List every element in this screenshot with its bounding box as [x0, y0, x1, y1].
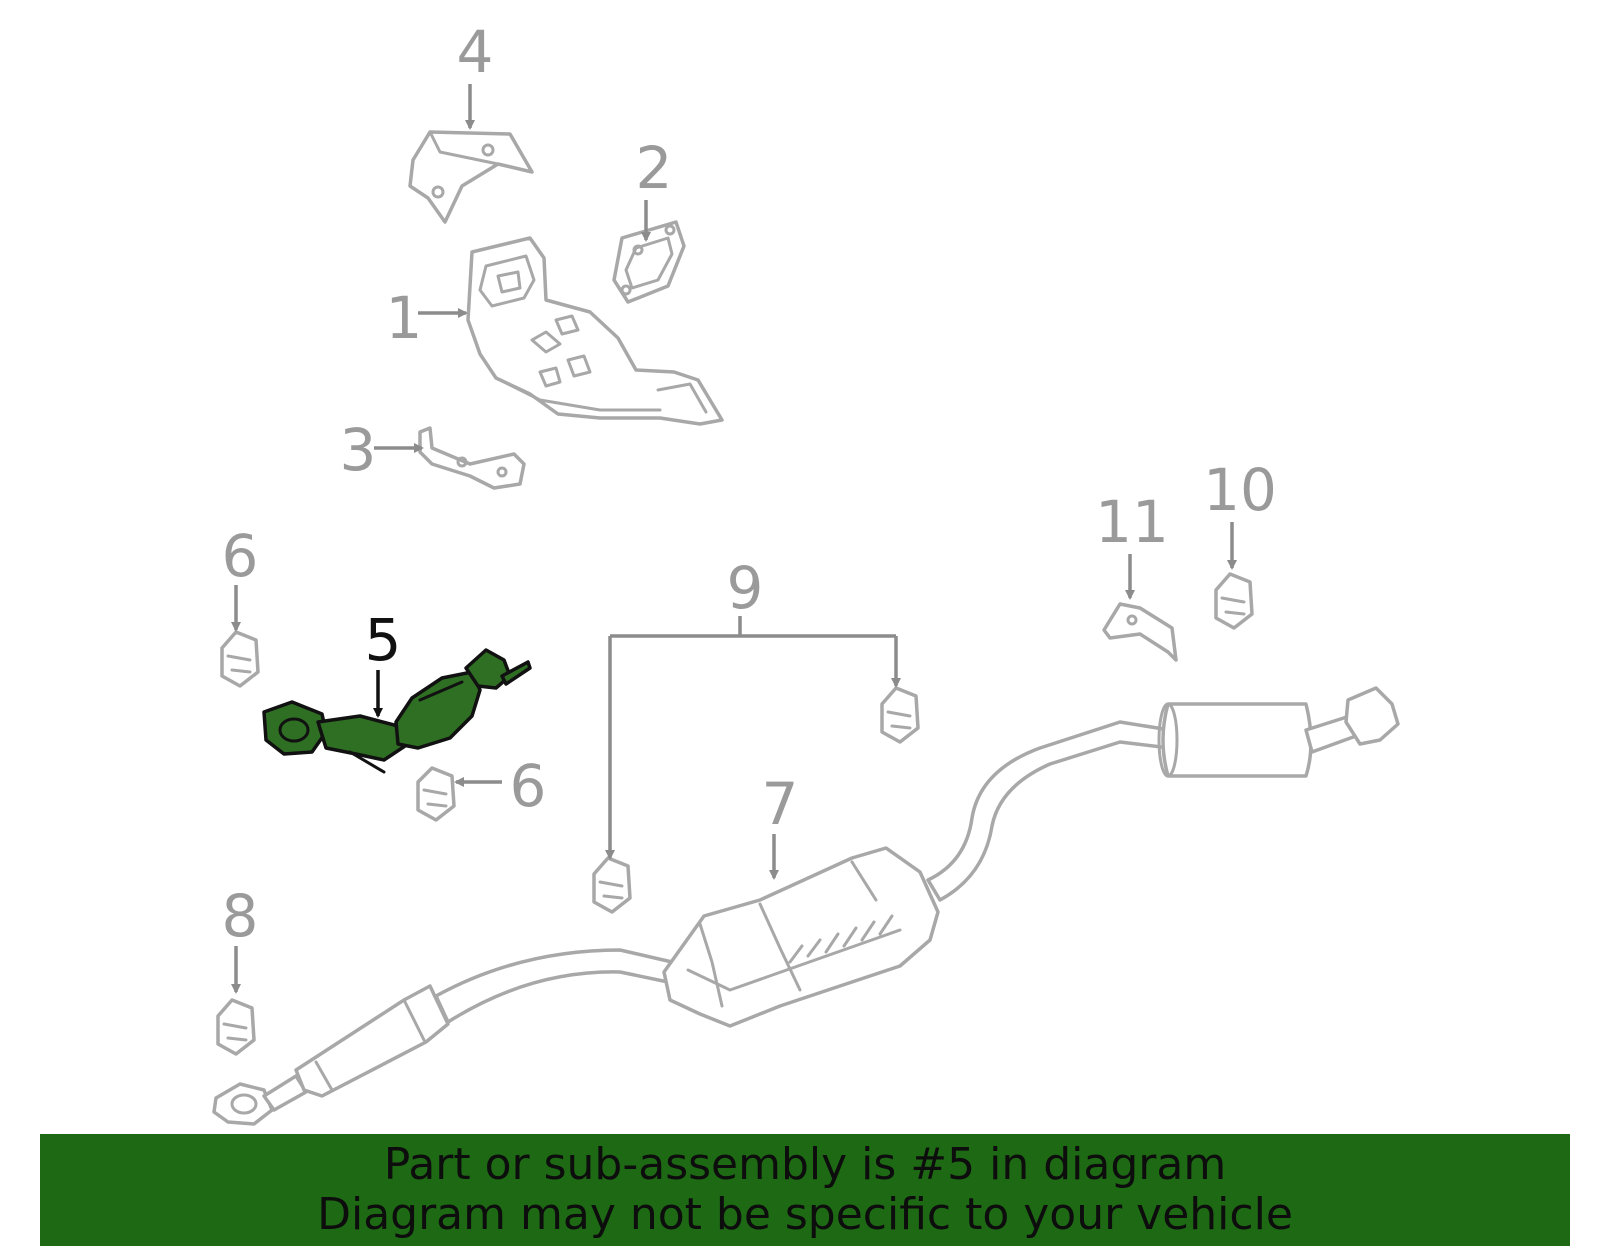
part-3-bracket[interactable] — [418, 426, 526, 490]
callout-8: 8 — [222, 882, 259, 950]
callout-11: 11 — [1095, 488, 1169, 556]
part-8-hanger[interactable] — [216, 998, 256, 1056]
callout-5: 5 — [365, 606, 402, 674]
callout-3: 3 — [340, 416, 377, 484]
part-9-hanger-right[interactable] — [880, 686, 920, 744]
callout-4: 4 — [457, 18, 494, 86]
part-1-exhaust-manifold[interactable] — [466, 236, 724, 426]
part-9-hanger-left[interactable] — [592, 856, 632, 914]
part-5-catalytic-converter[interactable] — [262, 648, 532, 774]
part-10-hanger[interactable] — [1214, 572, 1254, 630]
callout-9: 9 — [727, 554, 764, 622]
part-6-hanger-lower[interactable] — [416, 766, 456, 822]
part-6-hanger-upper[interactable] — [220, 630, 260, 688]
callout-10: 10 — [1203, 456, 1277, 524]
info-banner: Part or sub-assembly is #5 in diagram Di… — [40, 1134, 1570, 1246]
callouts: 4 2 1 3 5 6 6 7 8 9 10 11 — [222, 18, 1277, 950]
part-4-heat-shield[interactable] — [408, 130, 534, 224]
callout-6-lower: 6 — [510, 752, 547, 820]
part-2-gasket[interactable] — [612, 220, 686, 304]
part-7-exhaust-system[interactable] — [212, 686, 1400, 1126]
callout-2: 2 — [636, 134, 673, 202]
leader-lines — [231, 84, 1237, 994]
callout-7: 7 — [762, 770, 799, 838]
banner-line-2: Diagram may not be specific to your vehi… — [317, 1189, 1293, 1240]
callout-6-upper: 6 — [222, 522, 259, 590]
leader-9-bracket — [610, 616, 896, 638]
callout-1: 1 — [386, 284, 423, 352]
banner-line-1: Part or sub-assembly is #5 in diagram — [383, 1139, 1227, 1190]
part-11-bracket[interactable] — [1102, 602, 1178, 662]
